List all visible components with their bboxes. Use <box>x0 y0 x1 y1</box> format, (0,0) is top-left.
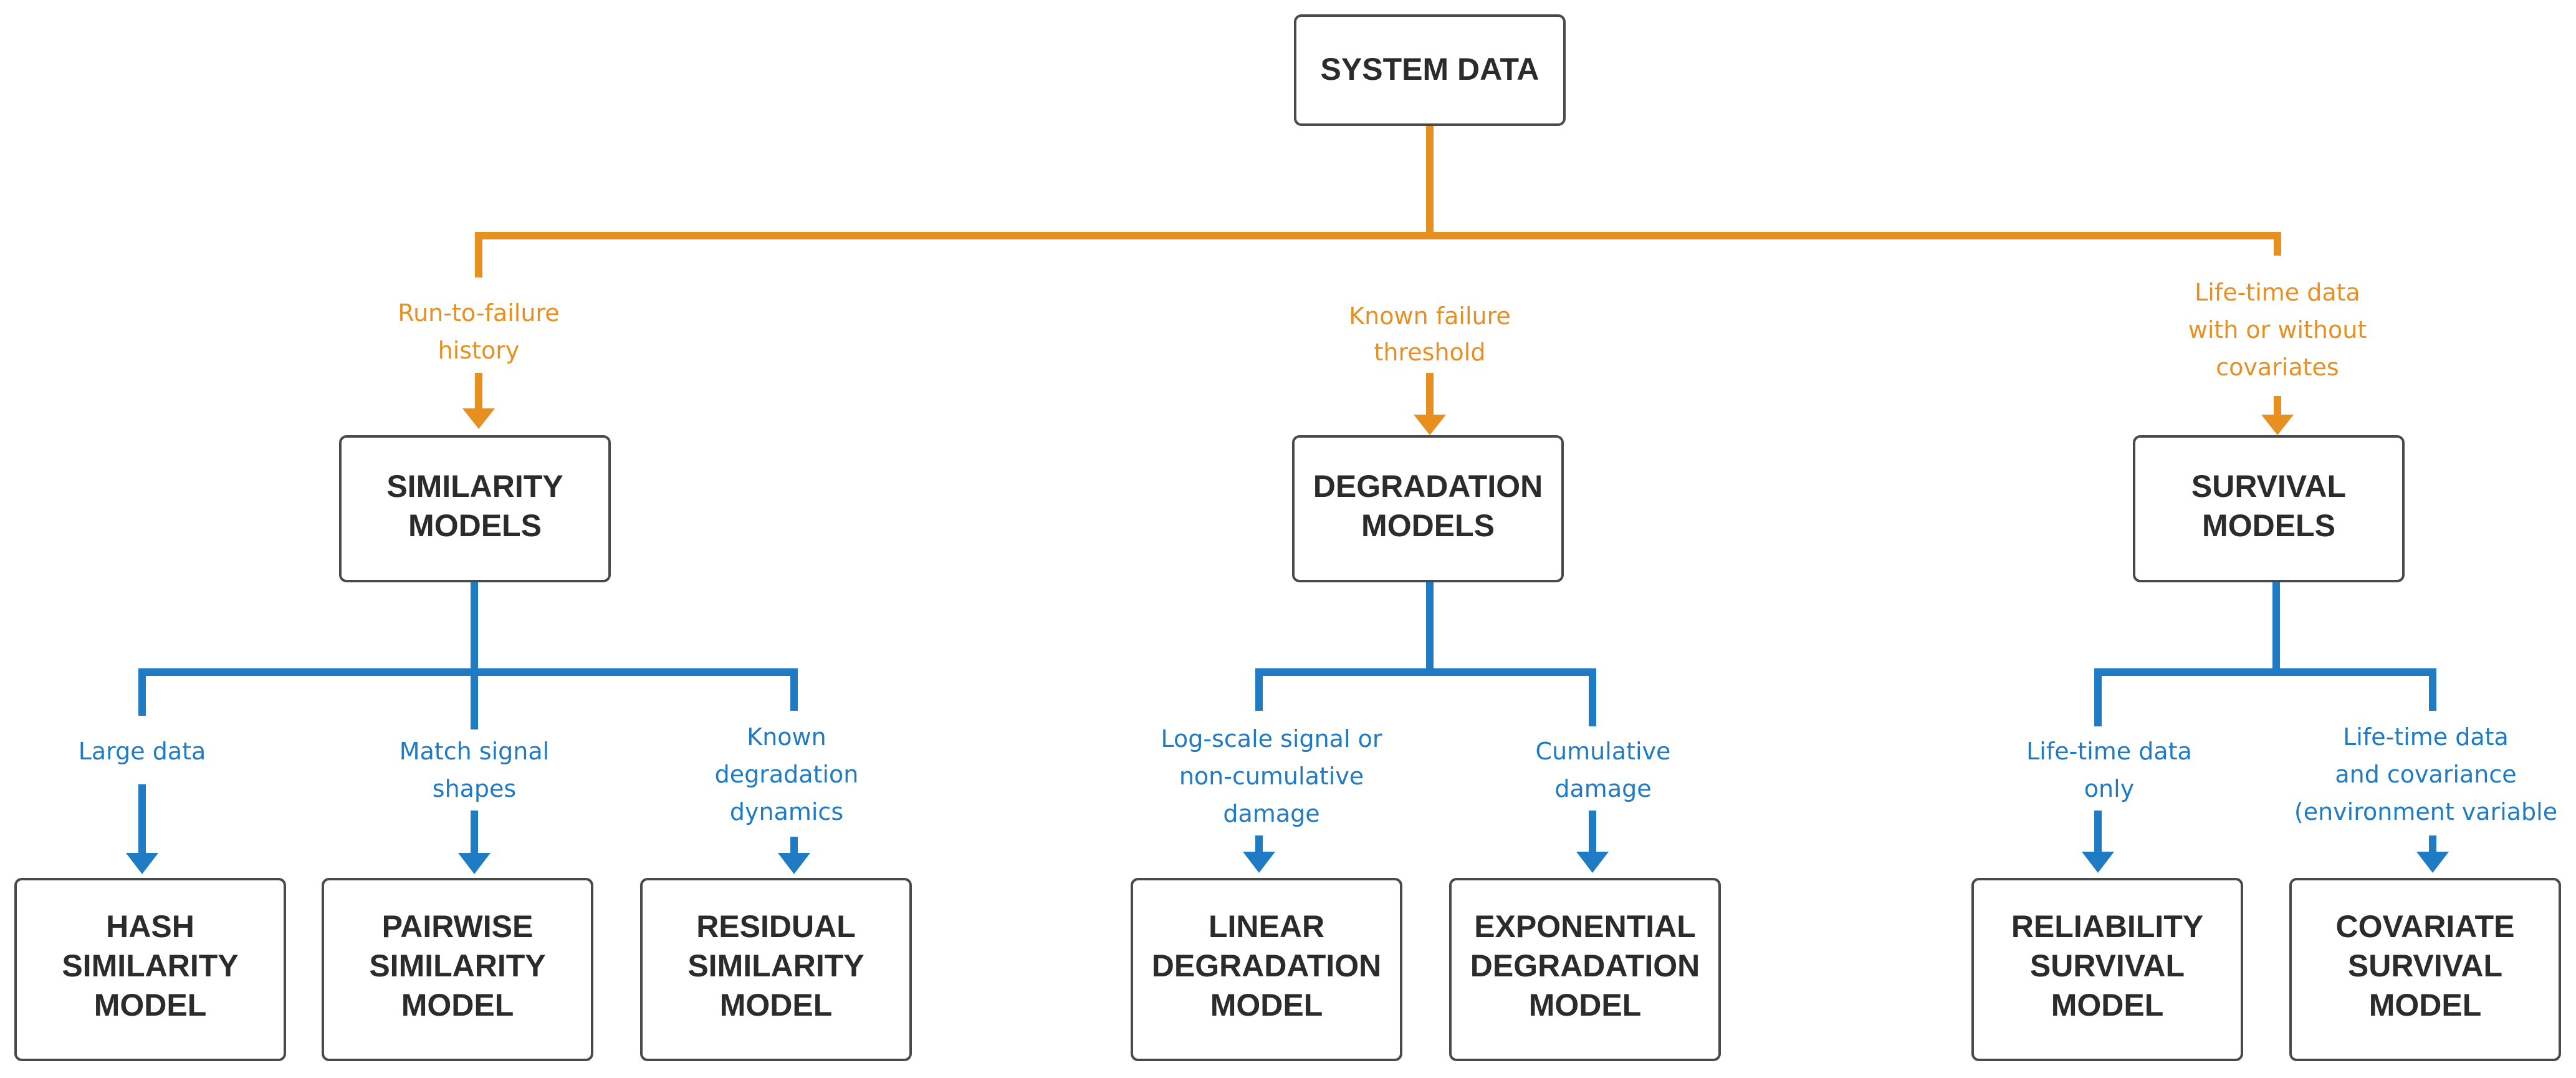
svg-text:MODEL: MODEL <box>401 988 514 1023</box>
node-hash-similarity-model: HASH SIMILARITY MODEL <box>14 878 286 1061</box>
svg-text:dynamics: dynamics <box>730 798 843 825</box>
svg-text:MODEL: MODEL <box>2369 988 2482 1023</box>
svg-text:covariates: covariates <box>2216 354 2339 381</box>
svg-text:threshold: threshold <box>1374 339 1486 366</box>
arrowhead-to-hash <box>126 853 158 874</box>
svg-text:MODEL: MODEL <box>1529 988 1642 1023</box>
svg-text:SIMILARITY: SIMILARITY <box>62 948 238 983</box>
svg-text:Large data: Large data <box>79 738 206 765</box>
svg-text:DEGRADATION: DEGRADATION <box>1313 469 1543 504</box>
edge-label-large-data: Large data <box>79 738 206 765</box>
svg-text:MODEL: MODEL <box>94 988 207 1023</box>
node-pairwise-similarity-model: PAIRWISE SIMILARITY MODEL <box>322 878 593 1061</box>
svg-text:shapes: shapes <box>433 775 516 802</box>
node-similarity-models: SIMILARITY MODELS <box>339 435 611 582</box>
arrowhead-to-exponential <box>1576 852 1609 873</box>
edge-label-known-degradation-dynamics: Known degradation dynamics <box>715 723 859 825</box>
svg-text:SURVIVAL: SURVIVAL <box>2030 948 2185 983</box>
node-degradation-models: DEGRADATION MODELS <box>1292 435 1564 582</box>
svg-text:history: history <box>438 337 520 364</box>
svg-text:(environment variable: (environment variable <box>2294 798 2557 825</box>
edge-label-match-signal-shapes: Match signal shapes <box>400 738 549 802</box>
arrowhead-to-covariate <box>2416 852 2449 873</box>
svg-text:damage: damage <box>1554 775 1651 802</box>
arrowhead-to-survival <box>2261 415 2294 435</box>
node-exponential-degradation-model: EXPONENTIAL DEGRADATION MODEL <box>1449 878 1721 1061</box>
svg-text:DEGRADATION: DEGRADATION <box>1470 948 1700 983</box>
node-reliability-survival-model: RELIABILITY SURVIVAL MODEL <box>1971 878 2243 1061</box>
svg-text:SURVIVAL: SURVIVAL <box>2191 469 2346 504</box>
node-system-data: SYSTEM DATA <box>1294 14 1566 126</box>
svg-text:only: only <box>2084 775 2134 802</box>
svg-text:MODELS: MODELS <box>408 508 542 543</box>
svg-text:COVARIATE: COVARIATE <box>2335 909 2514 944</box>
svg-text:damage: damage <box>1223 800 1319 827</box>
svg-text:SYSTEM DATA: SYSTEM DATA <box>1321 52 1539 87</box>
svg-text:MODEL: MODEL <box>2051 988 2164 1023</box>
edge-label-run-to-failure: Run-to-failure history <box>398 299 559 364</box>
orange-connectors <box>462 125 2294 435</box>
svg-text:RELIABILITY: RELIABILITY <box>2011 909 2203 944</box>
svg-text:Known: Known <box>747 723 826 751</box>
svg-text:Known failure: Known failure <box>1349 302 1511 330</box>
arrowhead-to-residual <box>778 853 810 874</box>
edge-label-known-failure-threshold: Known failure threshold <box>1349 302 1511 366</box>
edge-label-life-time-covariance: Life-time data and covariance (environme… <box>2294 723 2557 825</box>
svg-text:SIMILARITY: SIMILARITY <box>687 948 864 983</box>
node-covariate-survival-model: COVARIATE SURVIVAL MODEL <box>2289 878 2561 1061</box>
svg-text:EXPONENTIAL: EXPONENTIAL <box>1474 909 1696 944</box>
svg-text:MODELS: MODELS <box>2202 508 2335 543</box>
svg-text:LINEAR: LINEAR <box>1209 909 1324 944</box>
svg-text:MODEL: MODEL <box>1210 988 1323 1023</box>
arrowhead-to-reliability <box>2082 852 2114 873</box>
arrowhead-to-degradation <box>1414 415 1446 435</box>
svg-text:HASH: HASH <box>106 909 194 944</box>
svg-text:SIMILARITY: SIMILARITY <box>369 948 545 983</box>
svg-text:Life-time data: Life-time data <box>2026 738 2192 765</box>
svg-text:Cumulative: Cumulative <box>1536 738 1671 765</box>
node-linear-degradation-model: LINEAR DEGRADATION MODEL <box>1131 878 1402 1061</box>
svg-text:RESIDUAL: RESIDUAL <box>696 909 856 944</box>
svg-text:Life-time data: Life-time data <box>2195 279 2360 306</box>
arrowhead-to-linear <box>1243 852 1275 873</box>
svg-text:DEGRADATION: DEGRADATION <box>1152 948 1382 983</box>
arrowhead-to-similarity <box>462 408 495 429</box>
svg-text:and covariance: and covariance <box>2335 761 2516 788</box>
svg-text:SURVIVAL: SURVIVAL <box>2348 948 2502 983</box>
blue-connectors-degradation <box>1243 581 1609 873</box>
svg-text:degradation: degradation <box>715 761 859 788</box>
svg-text:Run-to-failure: Run-to-failure <box>398 299 559 327</box>
svg-text:with or without: with or without <box>2188 316 2367 344</box>
edge-label-cumulative-damage: Cumulative damage <box>1536 738 1671 802</box>
svg-text:non-cumulative: non-cumulative <box>1179 763 1364 790</box>
arrowhead-to-pairwise <box>458 853 491 874</box>
node-residual-similarity-model: RESIDUAL SIMILARITY MODEL <box>640 878 912 1061</box>
edge-label-log-scale-signal: Log-scale signal or non-cumulative damag… <box>1161 725 1382 827</box>
edge-label-life-time-covariates: Life-time data with or without covariate… <box>2188 279 2367 381</box>
svg-text:Match signal: Match signal <box>400 738 549 765</box>
edge-label-life-time-only: Life-time data only <box>2026 738 2192 802</box>
node-survival-models: SURVIVAL MODELS <box>2133 435 2405 582</box>
blue-connectors-similarity <box>126 581 810 874</box>
svg-text:Life-time data: Life-time data <box>2343 723 2509 751</box>
svg-text:MODELS: MODELS <box>1361 508 1495 543</box>
svg-text:MODEL: MODEL <box>720 988 833 1023</box>
svg-text:SIMILARITY: SIMILARITY <box>386 469 563 504</box>
blue-connectors-survival <box>2082 581 2449 873</box>
svg-text:PAIRWISE: PAIRWISE <box>382 909 534 944</box>
svg-text:Log-scale signal or: Log-scale signal or <box>1161 725 1382 753</box>
